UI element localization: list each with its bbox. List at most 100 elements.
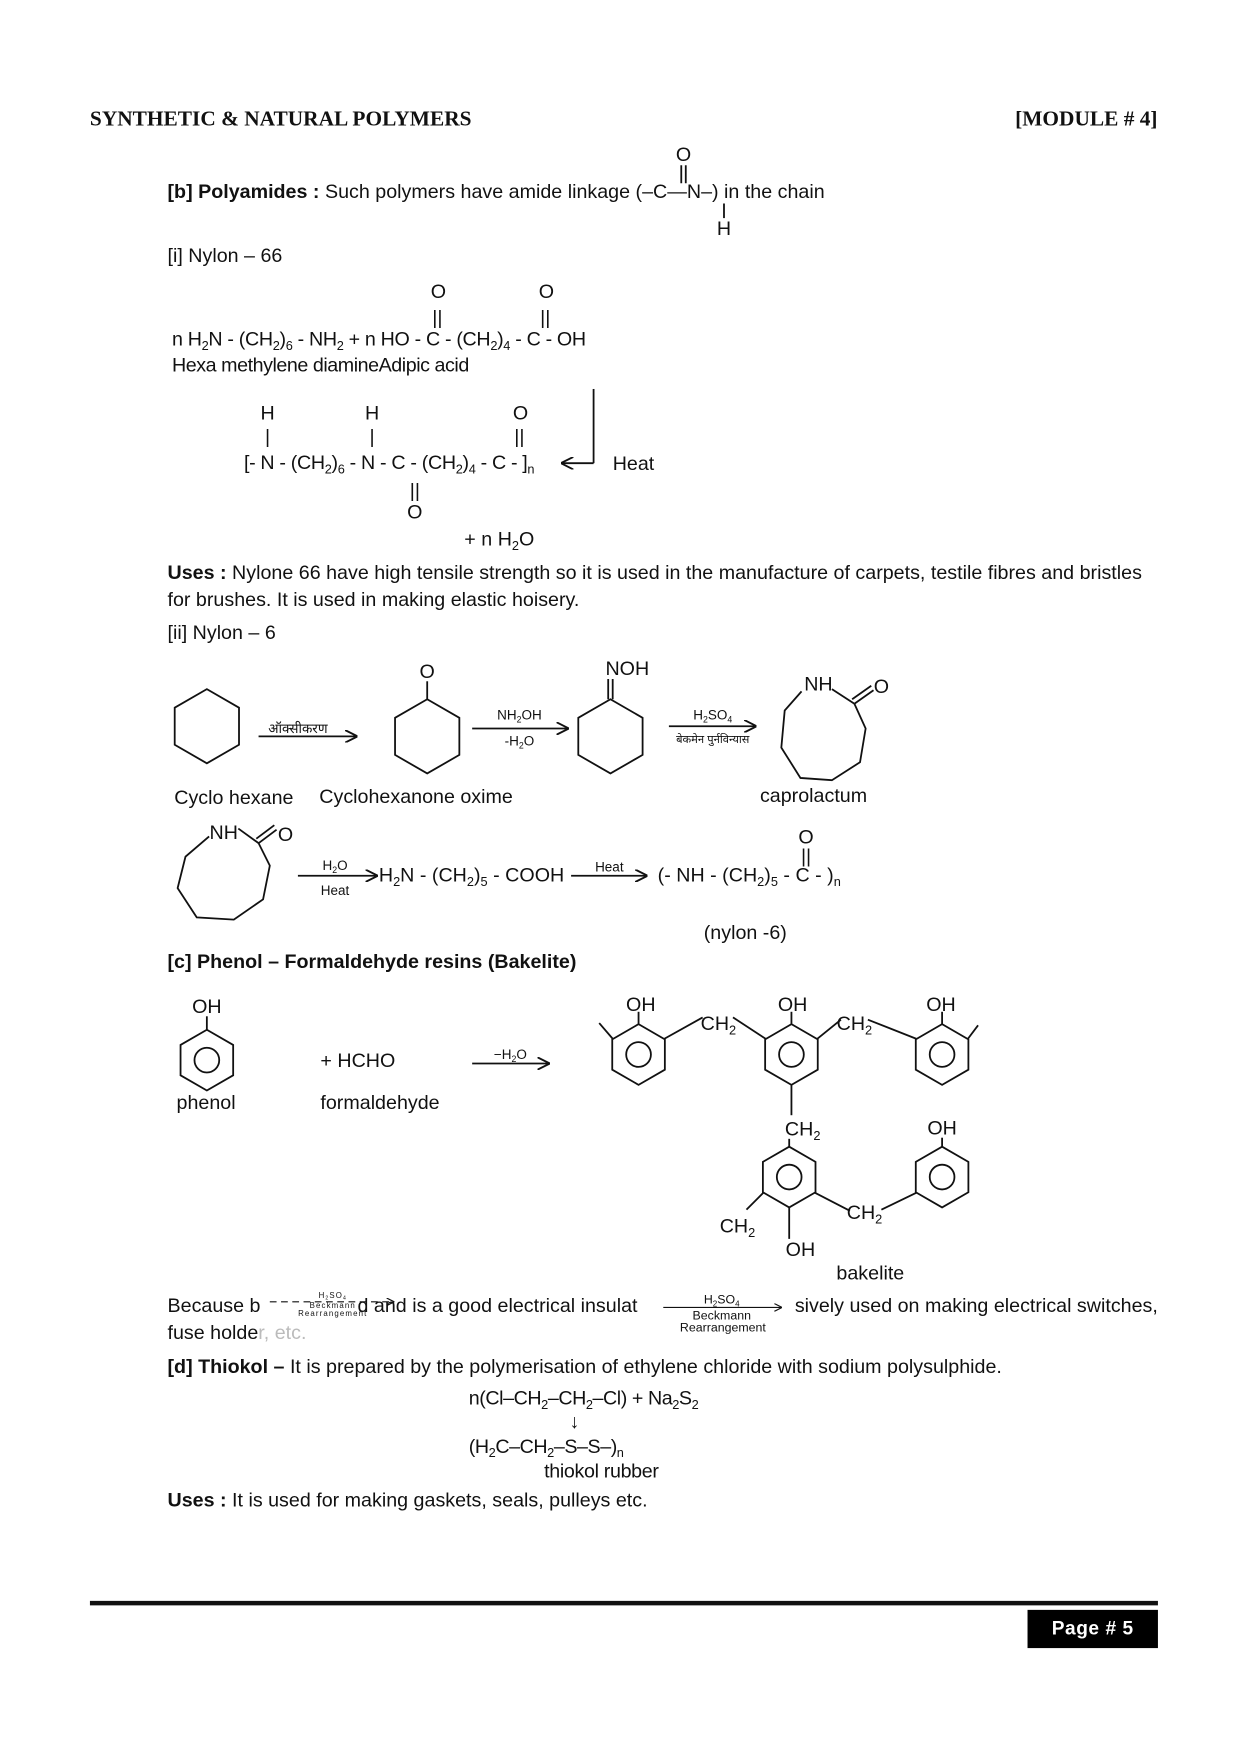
polymerization-heat: Heat bbox=[595, 858, 624, 875]
nylon66-reactants: n H2N - (CH2)6 - NH2 + n HO - C - (CH2)4… bbox=[172, 327, 586, 354]
double-bond-2: || bbox=[540, 306, 551, 329]
double-bond-4: || bbox=[409, 479, 420, 502]
uses-label: Uses : bbox=[167, 1488, 227, 1512]
double-bond-3: || bbox=[514, 425, 525, 448]
lactam-nh-2: NH bbox=[209, 820, 238, 844]
uses-text: It is used for making gaskets, seals, pu… bbox=[232, 1488, 648, 1512]
overlay2-beckmann: Beckmann bbox=[692, 1309, 751, 1323]
cyclohexanone-oxime-label: Cyclohexanone oxime bbox=[319, 784, 513, 808]
bakelite-ch2-5: CH2 bbox=[846, 1200, 883, 1227]
bakelite-para-middle: d and is a good electrical insulat bbox=[357, 1294, 638, 1317]
overlay2-reagent: H2SO4 bbox=[703, 1293, 740, 1309]
heat-label: Heat bbox=[612, 452, 655, 475]
reagent-hydroxylamine: NH2OH bbox=[497, 707, 542, 725]
single-bond-2: | bbox=[369, 425, 375, 448]
cyclohexanone-ring bbox=[394, 698, 461, 775]
polyamides-text: Such polymers have amide linkage (–C—N–)… bbox=[324, 180, 825, 203]
hcho-label: + HCHO bbox=[320, 1049, 396, 1072]
nylon66-uses-line2: for brushes. It is used in making elasti… bbox=[167, 588, 580, 611]
overlay2-rearrangement: Rearrangement bbox=[679, 1321, 766, 1335]
bakelite-ch2-4: CH2 bbox=[719, 1214, 756, 1241]
nylon66-product: [- N - (CH2)6 - N - C - (CH2)4 - C - ]n bbox=[243, 451, 535, 477]
nylon6-carbonyl-o: O bbox=[798, 825, 814, 848]
bakelite-para-end: sively used on making electrical switche… bbox=[794, 1294, 1158, 1317]
bakelite-oh-2: OH bbox=[777, 992, 808, 1016]
uses-text: Nylone 66 have high tensile strength so … bbox=[232, 561, 1142, 584]
bakelite-heading: [c] Phenol – Formaldehyde resins (Bakeli… bbox=[167, 950, 577, 973]
page-number: Page # 5 bbox=[1051, 1617, 1134, 1640]
caprolactum-label: caprolactum bbox=[759, 783, 868, 807]
heat-arrow bbox=[562, 388, 595, 463]
thiokol-product-name: thiokol rubber bbox=[544, 1459, 659, 1482]
aminocaproic-acid: H2N - (CH2)5 - COOH bbox=[378, 863, 565, 890]
cyclohexane-ring bbox=[173, 688, 240, 765]
caprolactam-ring bbox=[780, 690, 867, 782]
lactam-oxygen-2: O bbox=[277, 823, 294, 846]
thiokol-label: [d] Thiokol – bbox=[167, 1354, 285, 1378]
thiokol-paragraph: [d] Thiokol – It is prepared by the poly… bbox=[167, 1354, 1002, 1378]
footer-rule bbox=[89, 1600, 1158, 1606]
overlay1-reagent: H2SO4 bbox=[318, 1292, 347, 1301]
lactam-oxygen: O bbox=[873, 674, 890, 698]
bakelite-ch2-2: CH2 bbox=[836, 1012, 873, 1038]
caprolactam-ring-2 bbox=[176, 835, 271, 921]
nylon6-polymer: (- NH - (CH2)5 - C - )n bbox=[657, 863, 841, 890]
single-bond-1: | bbox=[265, 425, 271, 448]
beckmann-label-hindi: बेकमेन पुर्नविन्यास bbox=[676, 734, 750, 747]
bakelite-oh-4: OH bbox=[927, 1116, 957, 1140]
water-byproduct: + n H2O bbox=[464, 527, 535, 554]
uses-label: Uses : bbox=[167, 561, 227, 584]
carbonyl-o-3: O bbox=[512, 401, 529, 425]
phenol-oh: OH bbox=[192, 995, 222, 1018]
para2-faint: r, etc. bbox=[258, 1321, 307, 1344]
thiokol-text: It is prepared by the polymerisation of … bbox=[289, 1354, 1002, 1378]
running-title: SYNTHETIC & NATURAL POLYMERS bbox=[89, 107, 472, 131]
carbonyl-o-1: O bbox=[430, 280, 447, 303]
overlay2-mask bbox=[663, 1292, 783, 1338]
bakelite-para-line2: fuse holder, etc. bbox=[168, 1323, 307, 1343]
page-number-box: Page # 5 bbox=[1027, 1609, 1158, 1649]
polyamides-label: [b] Polyamides : bbox=[167, 180, 320, 203]
amide-hydrogen: H bbox=[716, 217, 732, 240]
bakelite-oh-5: OH bbox=[785, 1238, 816, 1261]
bakelite-network bbox=[598, 1011, 979, 1239]
para2-text: fuse holde bbox=[167, 1321, 259, 1344]
nylon66-uses-line1: Uses : Nylone 66 have high tensile stren… bbox=[167, 561, 1142, 584]
amide-oxygen: O bbox=[675, 143, 692, 166]
phenol-label: phenol bbox=[176, 1090, 236, 1114]
ketone-oxygen: O bbox=[419, 660, 435, 683]
nylon66-reactant-names: Hexa methylene diamineAdipic acid bbox=[172, 353, 469, 376]
carbonyl-o-2: O bbox=[538, 280, 555, 303]
oxime-noh: NOH bbox=[605, 656, 650, 680]
double-bond-1: || bbox=[432, 306, 443, 329]
nylon6-heading: [ii] Nylon – 6 bbox=[167, 620, 276, 644]
cyclohexane-label: Cyclo hexane bbox=[174, 786, 294, 809]
amine-h-2: H bbox=[365, 401, 380, 425]
overlay1-rearrangement: Rearrangement bbox=[298, 1310, 368, 1319]
thiokol-product: (H2C–CH2–S–S–)n bbox=[468, 1434, 624, 1461]
nylon6-name: (nylon -6) bbox=[703, 921, 787, 944]
thiokol-uses: Uses : It is used for making gaskets, se… bbox=[167, 1488, 648, 1512]
bakelite-ch2-3: CH2 bbox=[784, 1117, 821, 1144]
amide-bonds bbox=[680, 165, 725, 219]
bakelite-label: bakelite bbox=[836, 1261, 905, 1285]
thiokol-reactants: n(Cl–CH2–CH2–Cl) + Na2S2 bbox=[468, 1386, 699, 1413]
down-arrow-icon: ↓ bbox=[569, 1410, 580, 1433]
formaldehyde-label: formaldehyde bbox=[320, 1090, 440, 1114]
overlay1-beckmann: Beckmann bbox=[309, 1302, 356, 1311]
hydrolysis-heat: Heat bbox=[320, 882, 350, 899]
reagent-minus-water: -H2O bbox=[504, 732, 535, 751]
oxime-ring bbox=[577, 698, 644, 775]
nylon66-heading: [i] Nylon – 66 bbox=[167, 244, 283, 267]
carbonyl-o-4: O bbox=[407, 500, 423, 524]
nylon6-double-bond: || bbox=[800, 844, 812, 868]
reagent-sulfuric-acid: H2SO4 bbox=[693, 707, 733, 725]
bakelite-oh-1: OH bbox=[626, 992, 656, 1016]
bakelite-oh-3: OH bbox=[926, 992, 956, 1016]
polyamides-paragraph: [b] Polyamides : Such polymers have amid… bbox=[168, 182, 825, 202]
bakelite-para-start: Because b bbox=[167, 1294, 261, 1317]
minus-water-label: −H2O bbox=[493, 1046, 527, 1065]
amine-h-1: H bbox=[260, 401, 275, 425]
